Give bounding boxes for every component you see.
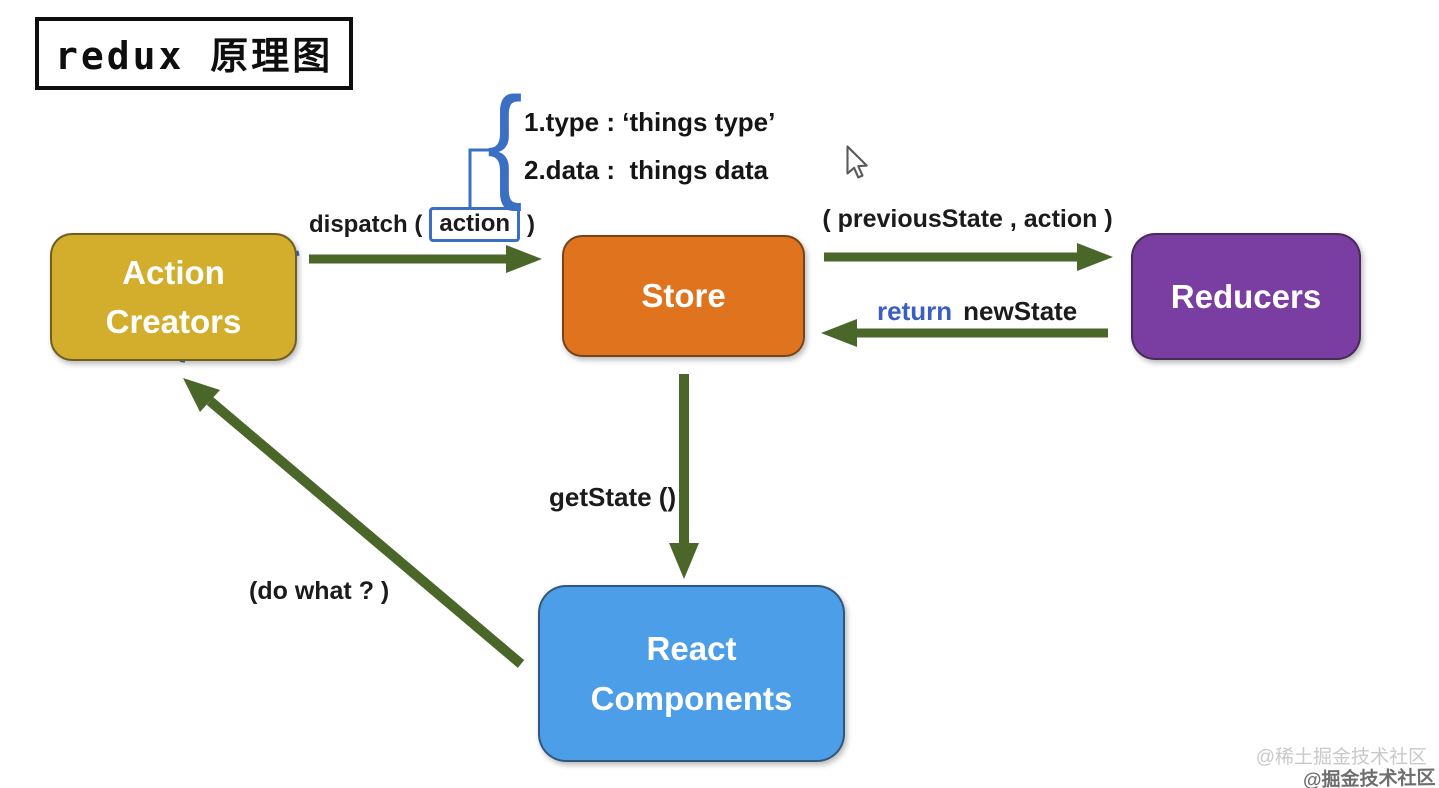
annotation-line-2: 2.data : things data (524, 155, 769, 185)
node-action-creators: Action Creators (50, 233, 297, 361)
react-components-line2: Components (590, 679, 793, 717)
dispatch-label: dispatch (action) (309, 207, 535, 242)
node-reducers: Reducers (1131, 233, 1361, 360)
getstate-label: getState () (549, 482, 677, 512)
curly-brace-icon: { (487, 71, 523, 212)
newstate-word: newState (963, 296, 1078, 326)
dispatch-prefix: dispatch ( (309, 210, 423, 238)
watermark-dark: @掘金技术社区 (1303, 767, 1437, 788)
store-label: Store (641, 277, 726, 315)
annotation-line-1: 1.type : ‘things type’ (524, 107, 776, 137)
node-store: Store (562, 235, 805, 357)
react-components-line1: React (646, 630, 737, 667)
return-newstate-label: return newState (877, 296, 1077, 327)
mouse-cursor-icon (846, 145, 868, 179)
arrow-getstate (669, 374, 699, 579)
arrow-do-what (183, 378, 525, 668)
action-creators-line1: Action (122, 253, 225, 291)
page-title: redux 原理图 (35, 17, 354, 90)
node-react-components: React Components (538, 585, 845, 762)
action-word-box: action (429, 207, 521, 242)
arrow-dispatch (309, 245, 542, 273)
action-creators-line2: Creators (105, 303, 242, 340)
dispatch-suffix: ) (527, 210, 536, 238)
brace-connector-line (468, 148, 492, 208)
reducers-label: Reducers (1170, 277, 1322, 315)
return-keyword: return (877, 296, 953, 326)
arrow-return-newstate (821, 319, 1108, 347)
previous-state-label: ( previousState , action ) (822, 205, 1113, 233)
arrow-previous-state (824, 243, 1113, 271)
do-what-label: (do what ? ) (249, 577, 390, 605)
watermark-light: @稀土掘金技术社区 (1255, 747, 1427, 768)
